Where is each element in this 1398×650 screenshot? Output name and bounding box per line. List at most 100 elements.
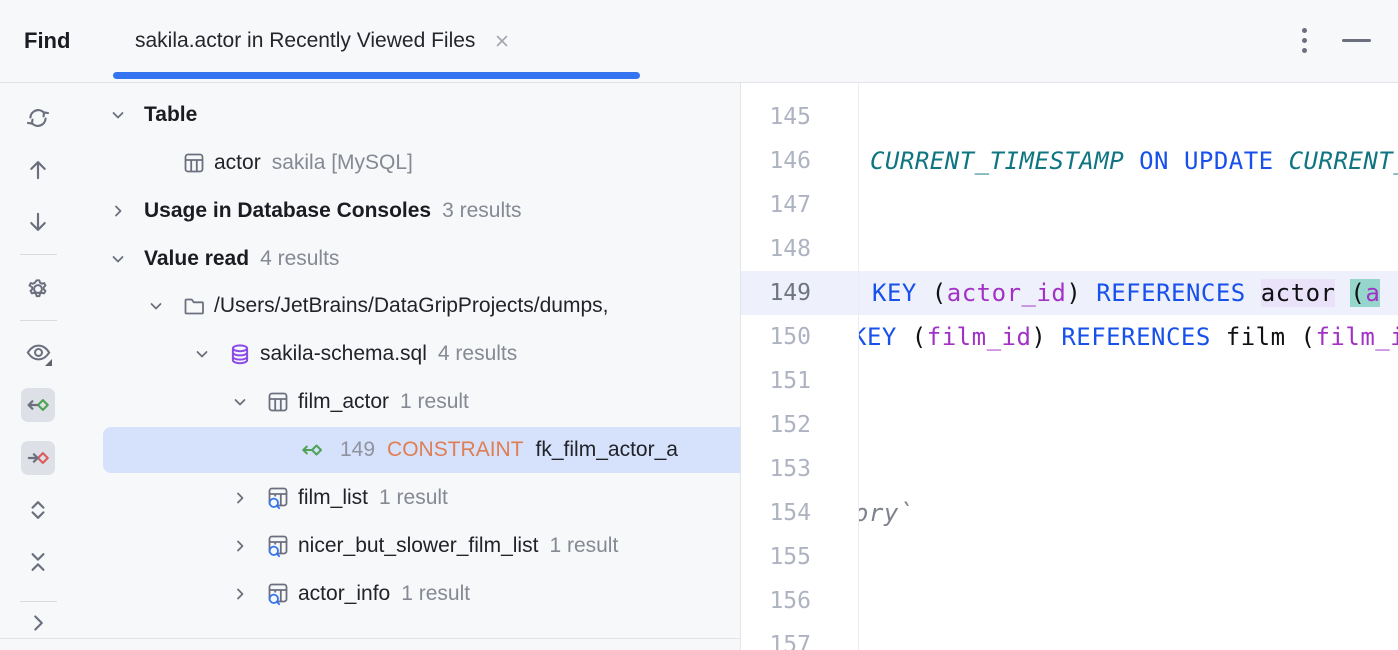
view-icon xyxy=(266,486,290,510)
gutter-divider xyxy=(858,83,859,650)
sql-keyword: KEY xyxy=(872,279,917,307)
settings-gear-button[interactable] xyxy=(21,272,55,306)
result-line-number: 149 xyxy=(340,438,376,461)
preview-eye-button[interactable] xyxy=(21,335,55,369)
code-line-150: KEY (film_id) REFERENCES film (film_id xyxy=(859,315,1398,359)
sql-keyword: REFERENCES xyxy=(1061,323,1211,351)
tree-row-usage-consoles[interactable]: Usage in Database Consoles 3 results xyxy=(84,187,740,235)
move-down-button[interactable] xyxy=(21,205,55,239)
code-preview-pane[interactable]: 145 146 147 148 149 150 151 152 153 154 … xyxy=(740,83,1398,650)
code-area: CURRENT_TIMESTAMP ON UPDATE CURRENT_TIME… xyxy=(859,83,1398,650)
write-access-toggle[interactable] xyxy=(21,441,55,475)
tree-item-label: film_list xyxy=(298,486,369,509)
view-icon xyxy=(266,582,290,606)
sql-punctuation: ( xyxy=(916,279,947,307)
tab-title: sakila.actor in Recently Viewed Files xyxy=(135,29,476,52)
line-number: 151 xyxy=(769,368,811,394)
sql-punctuation: ) xyxy=(1066,279,1097,307)
sql-punctuation xyxy=(1335,279,1350,307)
tree-bottom-divider xyxy=(0,638,740,639)
sql-punctuation: ) xyxy=(1031,323,1062,351)
tree-row-film-list[interactable]: film_list 1 result xyxy=(84,474,740,522)
line-number: 153 xyxy=(769,456,811,482)
chevron-down-icon[interactable] xyxy=(148,298,164,314)
tree-item-label: actor_info xyxy=(298,582,391,605)
sql-column: film_id xyxy=(926,323,1032,351)
view-icon xyxy=(266,534,290,558)
tree-item-meta: sakila [MySQL] xyxy=(271,151,413,174)
result-count: 4 results xyxy=(260,247,340,270)
line-number: 152 xyxy=(769,412,811,438)
result-count: 1 result xyxy=(379,486,448,509)
refresh-button[interactable] xyxy=(21,101,55,135)
collapse-all-button[interactable] xyxy=(21,545,55,579)
tab-sakila-actor[interactable]: sakila.actor in Recently Viewed Files xyxy=(113,0,533,82)
line-number: 147 xyxy=(769,192,811,218)
tree-row-sakila-schema[interactable]: sakila-schema.sql 4 results xyxy=(84,330,740,378)
toolbar-divider xyxy=(20,320,57,321)
top-bar: Find sakila.actor in Recently Viewed Fil… xyxy=(0,0,1398,83)
chevron-down-icon[interactable] xyxy=(110,251,126,267)
line-number: 150 xyxy=(769,324,811,350)
toolbar-divider xyxy=(20,254,57,255)
dropdown-corner-icon xyxy=(45,359,52,366)
tree-row-result-149-selected[interactable]: 149 CONSTRAINT fk_film_actor_a xyxy=(84,426,740,474)
sql-column: a xyxy=(1365,279,1381,307)
line-number-active: 149 xyxy=(769,280,811,306)
kebab-menu-icon[interactable] xyxy=(1288,11,1320,69)
chevron-right-icon[interactable] xyxy=(232,538,248,554)
sql-punctuation: ( xyxy=(896,323,927,351)
sql-keyword: KEY xyxy=(859,323,897,351)
code-line-146: CURRENT_TIMESTAMP ON UPDATE CURRENT_TIME… xyxy=(859,139,1398,183)
chevron-down-icon[interactable] xyxy=(232,394,248,410)
minimize-icon[interactable] xyxy=(1336,20,1376,60)
chevron-down-icon[interactable] xyxy=(194,346,210,362)
tree-group-label: Value read xyxy=(144,247,250,270)
chevron-right-icon[interactable] xyxy=(232,490,248,506)
read-access-toggle[interactable] xyxy=(21,388,55,422)
line-number: 157 xyxy=(769,632,811,650)
tree-row-actor-info[interactable]: actor_info 1 result xyxy=(84,570,740,618)
read-access-icon xyxy=(300,438,324,462)
tree-item-label: film_actor xyxy=(298,390,390,413)
close-icon[interactable] xyxy=(493,32,511,50)
sql-identifier-clipped: ory` xyxy=(859,499,914,527)
sql-punctuation: film ( xyxy=(1210,323,1316,351)
chevron-down-icon[interactable] xyxy=(110,107,126,123)
tree-item-label: actor xyxy=(214,151,261,174)
sql-keyword: ON UPDATE xyxy=(1124,147,1289,175)
expand-all-button[interactable] xyxy=(21,493,55,527)
line-number: 148 xyxy=(769,236,811,262)
line-number: 146 xyxy=(769,148,811,174)
move-up-button[interactable] xyxy=(21,153,55,187)
sql-column: film_id xyxy=(1315,323,1398,351)
tree-row-table-group[interactable]: Table xyxy=(84,91,740,139)
sql-keyword: REFERENCES xyxy=(1096,279,1246,307)
tree-row-film-actor[interactable]: film_actor 1 result xyxy=(84,378,740,426)
active-tab-underline xyxy=(113,72,640,79)
tree-item-label: sakila-schema.sql xyxy=(260,342,427,365)
folder-icon xyxy=(182,294,206,318)
chevron-right-icon[interactable] xyxy=(232,586,248,602)
database-icon xyxy=(228,342,252,366)
line-number: 145 xyxy=(769,104,811,130)
tree-group-label: Table xyxy=(144,103,198,126)
hide-panel-button[interactable] xyxy=(21,606,55,640)
result-count: 1 result xyxy=(549,534,619,557)
table-icon xyxy=(266,390,290,414)
code-line-154: ory` xyxy=(859,491,1398,535)
code-line-149: KEY (actor_id) REFERENCES actor (a xyxy=(859,271,1398,315)
result-count: 1 result xyxy=(400,390,469,413)
selection-highlight xyxy=(103,427,740,473)
tree-row-nicer-but-slower-film-list[interactable]: nicer_but_slower_film_list 1 result xyxy=(84,522,740,570)
result-count: 4 results xyxy=(437,342,518,365)
tree-row-actor-table[interactable]: actor sakila [MySQL] xyxy=(84,139,740,187)
tree-row-folder-path[interactable]: /Users/JetBrains/DataGripProjects/dumps, xyxy=(84,282,740,330)
toolbar-divider xyxy=(20,601,57,602)
tree-row-value-read[interactable]: Value read 4 results xyxy=(84,235,740,283)
sql-punctuation xyxy=(1246,279,1261,307)
result-identifier: fk_film_actor_a xyxy=(535,438,678,461)
chevron-right-icon[interactable] xyxy=(110,203,126,219)
find-title: Find xyxy=(24,28,71,53)
